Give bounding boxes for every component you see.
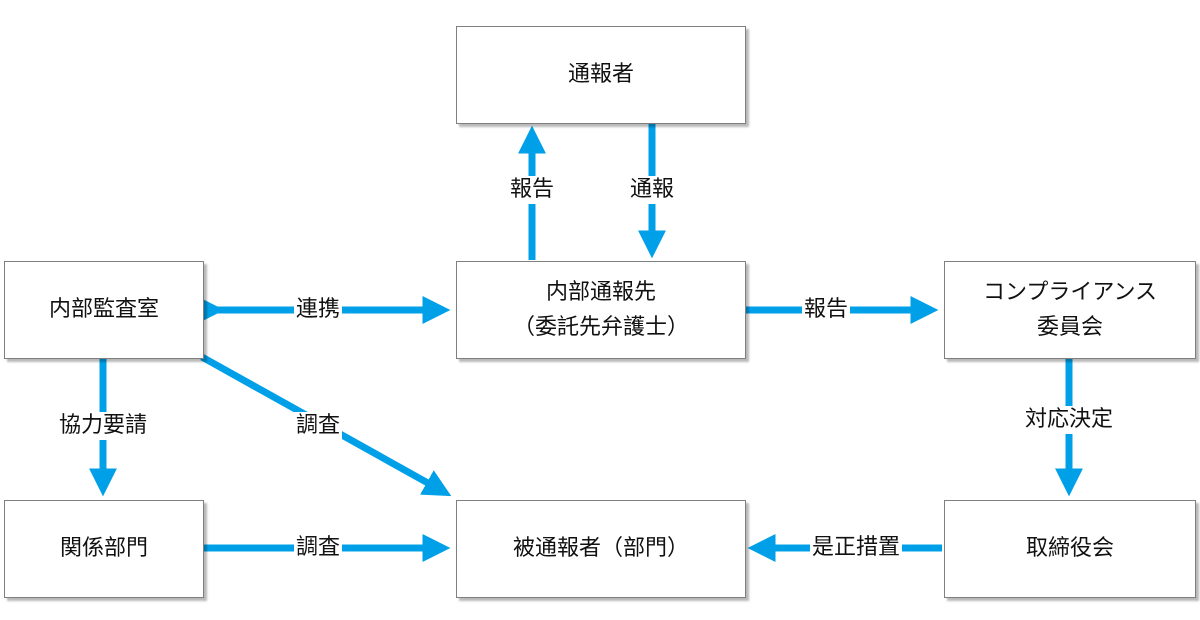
edge-label-investigate-diagonal: 調査 xyxy=(293,412,343,440)
edge-label-whistle: 通報 xyxy=(627,176,677,204)
node-board-of-directors-label: 取締役会 xyxy=(1025,536,1114,562)
node-reported-person-label: 被通報者（部門） xyxy=(512,536,689,562)
edge-label-correct: 是正措置 xyxy=(809,534,903,562)
node-related-department-label: 関係部門 xyxy=(59,536,148,562)
edge-label-cooperate: 連携 xyxy=(293,296,343,324)
node-compliance-committee-line2: 委員会 xyxy=(1036,315,1103,340)
node-compliance-committee-line1: コンプライアンス xyxy=(982,279,1158,305)
edge-label-report-right: 報告 xyxy=(801,296,851,324)
node-whistleblower: 通報者 xyxy=(456,26,746,124)
edge-label-report-up: 報告 xyxy=(507,176,557,204)
node-board-of-directors: 取締役会 xyxy=(944,500,1196,598)
node-internal-audit-label: 内部監査室 xyxy=(48,297,159,323)
node-internal-contact-line1: 内部通報先 xyxy=(545,279,656,305)
node-internal-contact-line2: （委託先弁護士） xyxy=(512,315,689,340)
node-compliance-committee: コンプライアンス 委員会 xyxy=(944,261,1196,359)
edge-label-investigate: 調査 xyxy=(293,534,343,562)
edge-label-decide: 対応決定 xyxy=(1022,406,1116,434)
node-reported-person: 被通報者（部門） xyxy=(456,500,746,598)
node-internal-contact: 内部通報先 （委託先弁護士） xyxy=(456,261,746,359)
edge-label-request: 協力要請 xyxy=(56,412,150,440)
node-internal-audit: 内部監査室 xyxy=(4,261,204,359)
node-whistleblower-label: 通報者 xyxy=(567,62,634,88)
node-related-department: 関係部門 xyxy=(4,500,204,598)
